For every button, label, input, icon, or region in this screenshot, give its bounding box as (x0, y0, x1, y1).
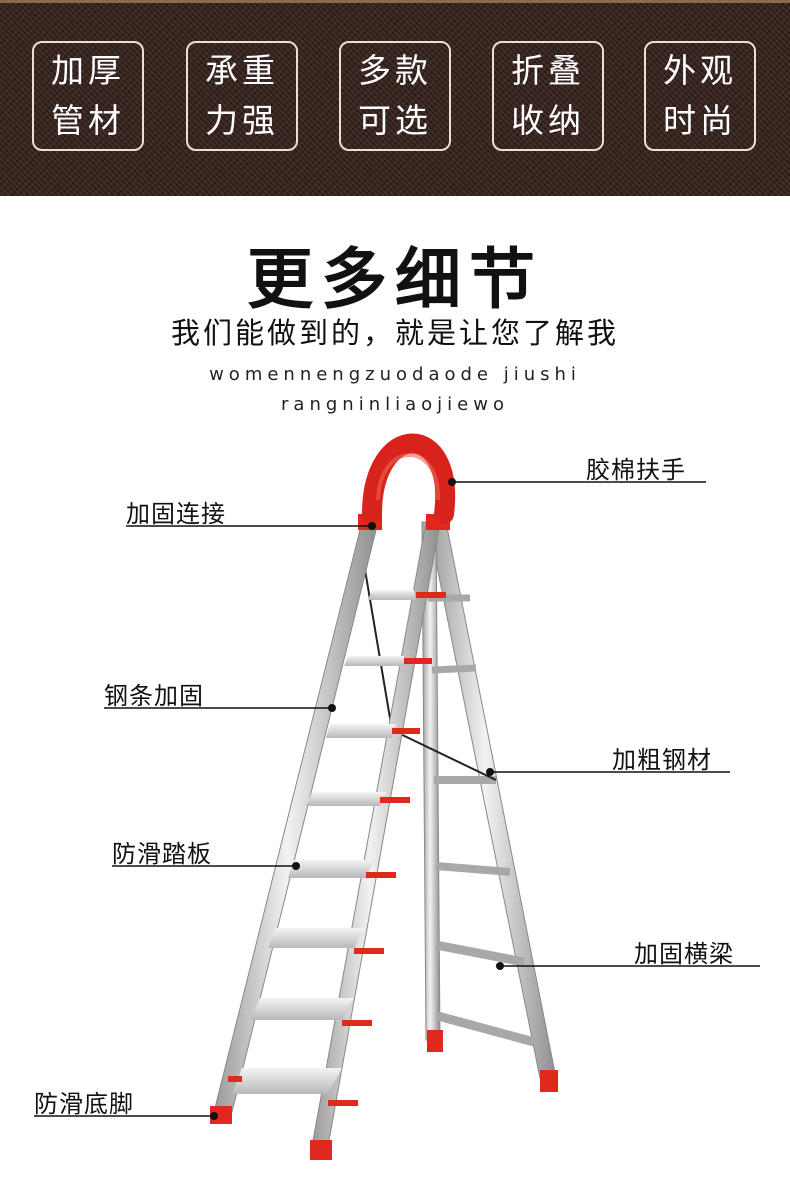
pinyin-line-1: womennengzuodaode jiushi (209, 364, 581, 385)
callout-reinforced-beam: 加固横梁 (634, 940, 734, 968)
callout-thick-steel: 加粗钢材 (612, 746, 712, 774)
bottom-step (232, 1068, 342, 1094)
pinyin-line-2: rangninliaojiewo (281, 394, 509, 415)
front-foot-right (310, 1140, 332, 1160)
section-subtitle: 我们能做到的，就是让您了解我 (170, 316, 619, 350)
feature-banner: 加厚 管材 承重 力强 多款 可选 折叠 收纳 外观 时尚 (0, 0, 790, 196)
feature-line2: 可选 (358, 101, 432, 140)
callout-anti-slip-step: 防滑踏板 (112, 840, 212, 868)
rear-cross-beam (435, 940, 525, 967)
feature-line1: 外观 (663, 51, 737, 90)
feature-line1: 加厚 (51, 51, 125, 90)
callout-anti-slip-foot: 防滑底脚 (34, 1090, 134, 1118)
callout-steel-bar: 钢条加固 (104, 682, 204, 710)
callout-foam-handrail: 胶棉扶手 (586, 456, 686, 484)
callout-dots (210, 478, 504, 1120)
feature-badge-styles: 多款 可选 (339, 41, 451, 151)
section-title: 更多细节 (247, 240, 543, 318)
feature-line1: 折叠 (511, 51, 585, 90)
feature-badge-foldable: 折叠 收纳 (492, 41, 604, 151)
foam-handrail (362, 433, 456, 524)
feature-line2: 力强 (205, 101, 279, 140)
feature-badge-stylish: 外观 时尚 (644, 41, 756, 151)
feature-line2: 收纳 (511, 101, 585, 140)
rear-frame (421, 521, 558, 1092)
feature-line2: 时尚 (663, 101, 737, 140)
callout-lines (34, 481, 760, 1117)
feature-line1: 承重 (205, 51, 279, 90)
feature-badge-thick-tube: 加厚 管材 (32, 41, 144, 151)
rear-foot (540, 1070, 558, 1092)
feature-line1: 多款 (358, 51, 432, 90)
callout-reinforced-joint: 加固连接 (126, 500, 226, 528)
feature-line2: 管材 (51, 101, 125, 140)
ladder-steps (228, 590, 446, 1106)
feature-badge-load-bearing: 承重 力强 (186, 41, 298, 151)
front-frame (210, 521, 441, 1160)
